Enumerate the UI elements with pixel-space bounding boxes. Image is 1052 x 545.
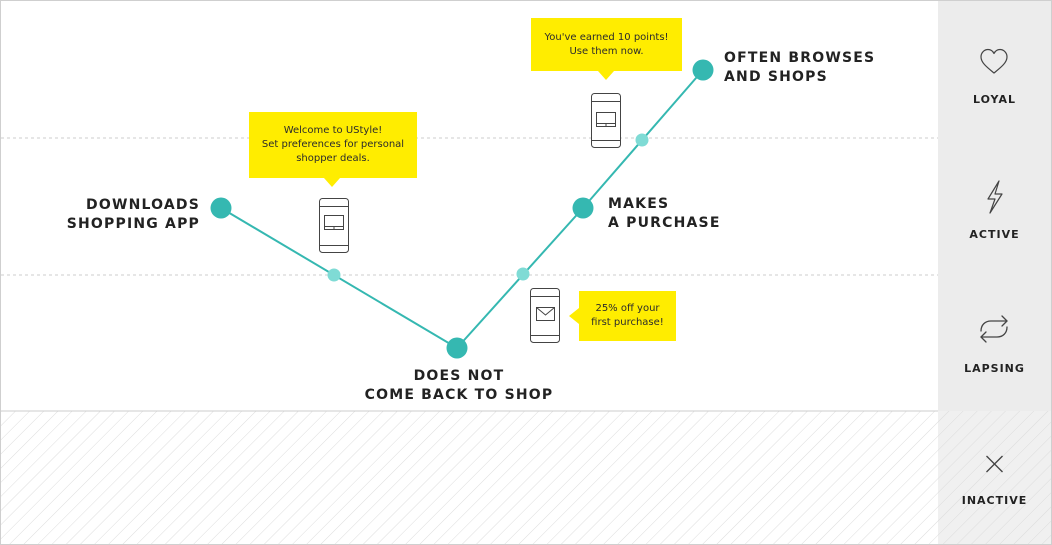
heart-icon (980, 48, 1008, 74)
midpoint-dot (327, 268, 341, 282)
x-close-icon (986, 455, 1003, 473)
callout-points: You've earned 10 points! Use them now. (531, 18, 682, 71)
node-does-not-come-back (446, 337, 468, 359)
journey-label-downloads: DOWNLOADS SHOPPING APP (67, 196, 200, 234)
label-line: AND SHOPS (724, 69, 828, 85)
node-often-browses (692, 59, 714, 81)
stage-label-loyal: LOYAL (972, 93, 1016, 106)
journey-label-does-not-come-back: DOES NOT COME BACK TO SHOP (359, 367, 559, 405)
label-line: SHOPPING APP (66, 216, 200, 232)
lightning-bolt-icon (987, 180, 1003, 214)
stage-label-lapsing: LAPSING (964, 362, 1025, 375)
midpoint-dot (635, 133, 649, 147)
inactive-band (1, 411, 938, 544)
node-downloads (210, 197, 232, 219)
callout-line: first purchase! (591, 317, 664, 328)
callout-line: shopper deals. (296, 153, 370, 164)
label-line: MAKES (608, 196, 670, 212)
callout-line: Use them now. (569, 45, 644, 57)
midpoint-dot (516, 267, 530, 281)
label-line: DOES NOT (413, 368, 505, 384)
callout-welcome: Welcome to UStyle! Set preferences for p… (249, 112, 417, 178)
label-line: OFTEN BROWSES (724, 50, 876, 66)
callout-pointer (569, 308, 579, 324)
label-line: A PURCHASE (608, 215, 721, 231)
callout-line: You've earned 10 points! (544, 31, 669, 43)
callout-pointer (598, 71, 614, 80)
stage-label-active: ACTIVE (969, 228, 1020, 241)
inactive-stage-panel (938, 411, 1051, 544)
repeat-arrows-icon (980, 315, 1008, 343)
stage-label-inactive: INACTIVE (961, 494, 1028, 507)
callout-line: Welcome to UStyle! (283, 125, 383, 136)
callout-discount: 25% off your first purchase! (579, 291, 676, 341)
node-makes-purchase (572, 197, 594, 219)
callout-pointer (324, 178, 340, 187)
label-line: DOWNLOADS (86, 197, 200, 213)
journey-label-often-browses: OFTEN BROWSES AND SHOPS (724, 49, 875, 87)
smartphone-email-icon (530, 288, 560, 343)
journey-label-makes-purchase: MAKES A PURCHASE (608, 195, 721, 233)
smartphone-app-icon (591, 93, 621, 148)
callout-line: Set preferences for personal (261, 139, 405, 150)
label-line: COME BACK TO SHOP (364, 387, 554, 403)
smartphone-app-icon (319, 198, 349, 253)
callout-line: 25% off your (595, 303, 660, 314)
